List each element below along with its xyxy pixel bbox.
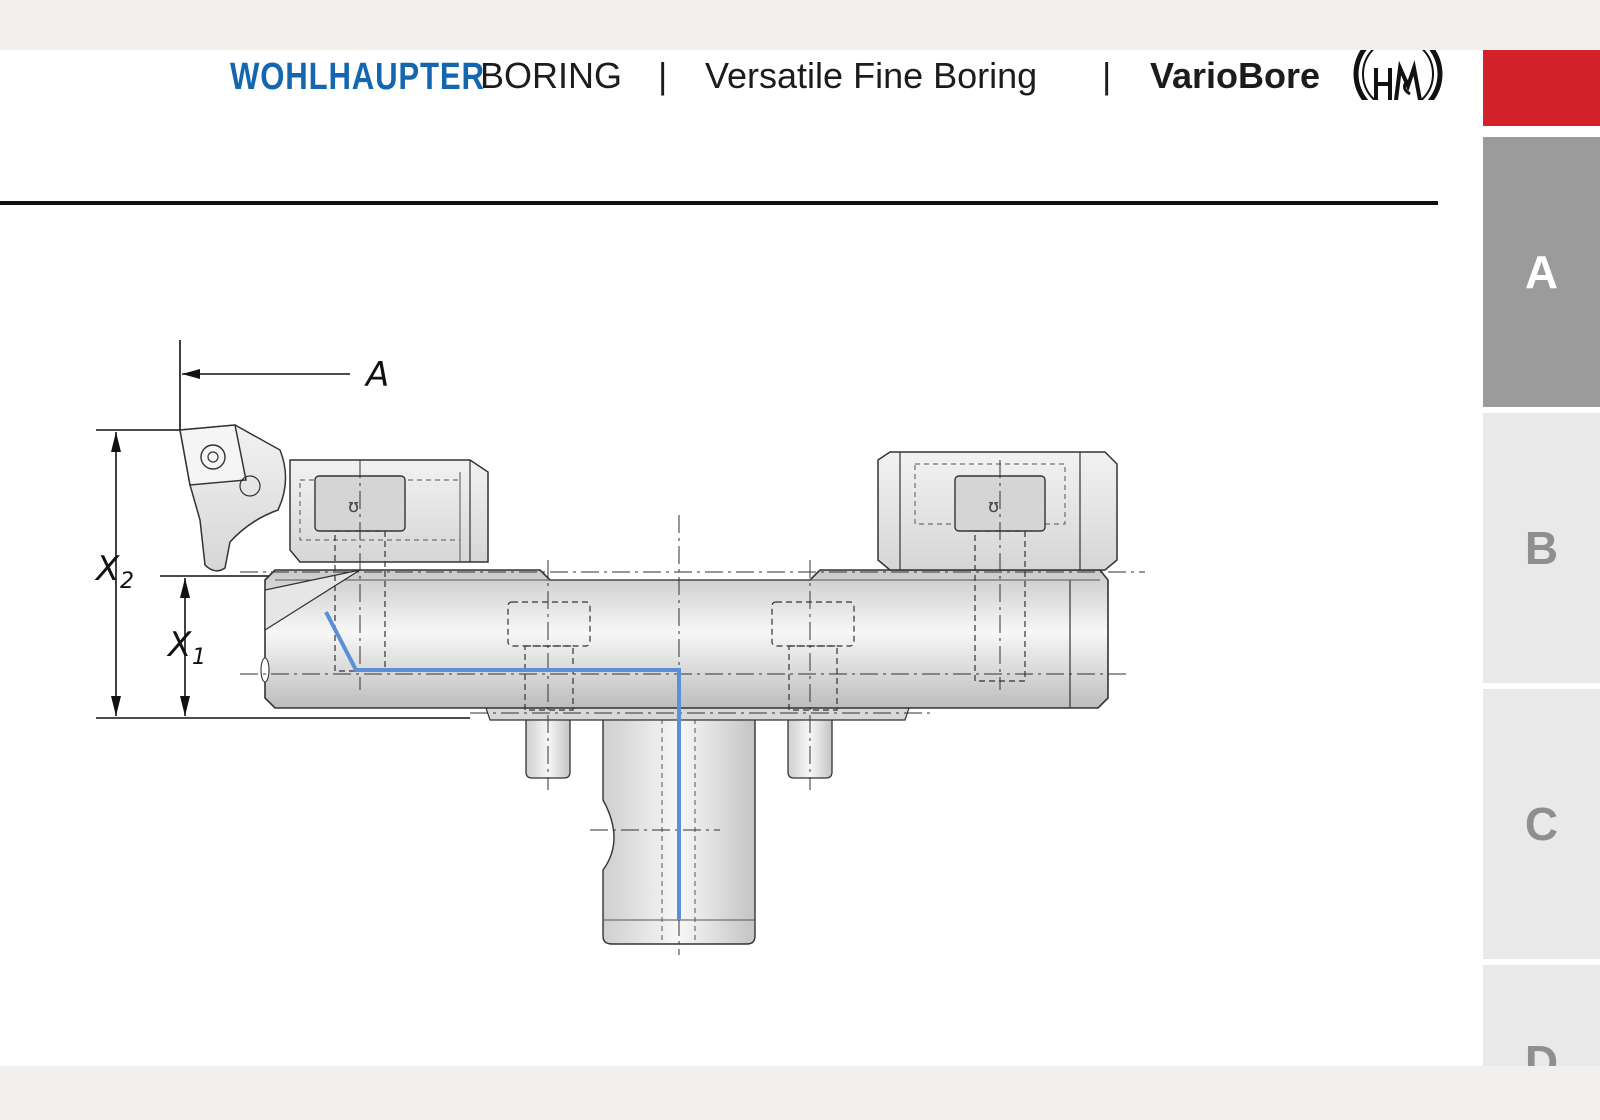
catalog-page: WOHLHAUPTER BORING | Versatile Fine Bori… bbox=[0, 50, 1600, 1066]
coolant-channel bbox=[324, 611, 681, 920]
tab-d-label: D bbox=[1524, 1036, 1559, 1066]
svg-text:ʊ: ʊ bbox=[988, 496, 999, 517]
section-color-tab bbox=[1483, 50, 1600, 126]
hmc-seal-icon bbox=[1353, 50, 1443, 100]
dimension-x1-subscript: 1 bbox=[192, 645, 206, 670]
dimension-x1-label: X bbox=[166, 625, 192, 665]
dimension-a-label: A bbox=[364, 355, 389, 395]
dimension-x2: X 2 bbox=[94, 429, 470, 719]
tab-a-label: A bbox=[1524, 246, 1559, 298]
header-separator: | bbox=[1102, 55, 1112, 96]
product-name: VarioBore bbox=[1150, 55, 1321, 96]
dimension-a: A bbox=[179, 340, 389, 430]
locating-pins bbox=[525, 709, 833, 779]
section-subtitle: Versatile Fine Boring bbox=[705, 55, 1038, 96]
technical-drawing: A X 2 X 1 bbox=[94, 340, 1145, 955]
header-rule bbox=[0, 201, 1438, 205]
dimension-x2-subscript: 2 bbox=[120, 569, 134, 594]
section-title: BORING bbox=[480, 55, 623, 96]
page-header: WOHLHAUPTER BORING | Versatile Fine Bori… bbox=[0, 50, 1470, 100]
tab-b-label: B bbox=[1524, 522, 1559, 574]
tab-c-label: C bbox=[1524, 798, 1559, 850]
header-separator: | bbox=[658, 55, 668, 96]
dimension-x2-label: X bbox=[94, 549, 120, 589]
tab-d[interactable]: D bbox=[1483, 965, 1600, 1066]
tool-body bbox=[260, 569, 1109, 721]
tab-b[interactable]: B bbox=[1483, 413, 1600, 683]
tab-a[interactable]: A bbox=[1483, 137, 1600, 407]
dimension-x1: X 1 bbox=[160, 575, 280, 716]
svg-text:ʊ: ʊ bbox=[348, 496, 359, 517]
tab-c[interactable]: C bbox=[1483, 689, 1600, 959]
brand-logo-text: WOHLHAUPTER bbox=[230, 56, 485, 98]
